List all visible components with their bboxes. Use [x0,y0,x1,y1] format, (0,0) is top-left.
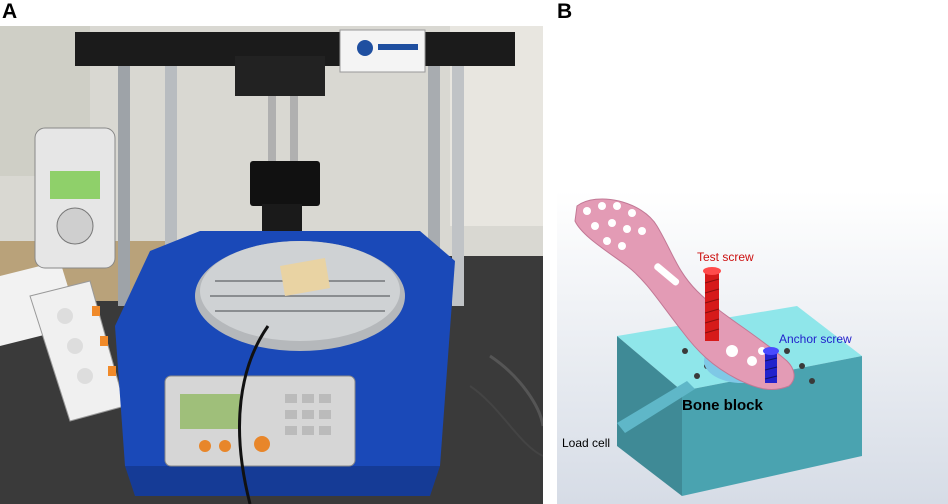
load-cell-label: Load cell [562,436,610,450]
anchor-screw-label: Anchor screw [779,332,852,346]
machine-base [115,231,455,496]
panel-b-label: B [557,0,573,23]
bone-plate [574,198,795,390]
test-screw [703,267,721,341]
load-cell-rod [617,381,695,433]
handheld-controller [34,127,116,269]
plate-model-render: Test screw Anchor screw Bone block Load … [557,191,948,504]
bone-block-label: Bone block [682,397,764,414]
panel-a-label: A [2,0,18,23]
testing-machine-photo [0,26,543,504]
anchor-screw [763,347,779,383]
test-screw-label: Test screw [697,250,754,264]
power-strip [29,280,126,422]
